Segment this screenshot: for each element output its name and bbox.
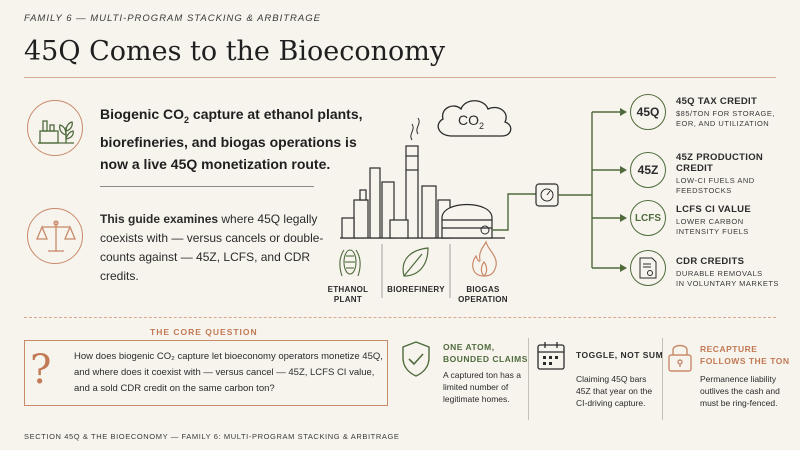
- plant-label-ethanol: ETHANOL PLANT: [323, 285, 373, 305]
- plant-label-biogas: BIOGAS OPERATION: [453, 285, 513, 305]
- certificate-icon: [630, 250, 666, 286]
- footer-text: SECTION 45Q & THE BIOECONOMY — FAMILY 6:…: [24, 432, 400, 441]
- calendar-icon: [536, 340, 566, 377]
- guide-text: This guide examines where 45Q legally co…: [100, 212, 324, 283]
- plant-diagram: [339, 100, 627, 298]
- lead-text: Biogenic CO2 capture at ethanol plants, …: [100, 106, 363, 172]
- credit-title-45q: 45Q TAX CREDIT: [676, 96, 758, 107]
- credit-desc-cdr: DURABLE REMOVALS IN VOLUNTARY MARKETS: [676, 269, 779, 288]
- kicker: FAMILY 6 — MULTI-PROGRAM STACKING & ARBI…: [24, 13, 321, 24]
- column-body-recapture: Permanence liability outlives the cash a…: [700, 374, 780, 408]
- column-title-one-atom: ONE ATOM, BOUNDED CLAIMS: [443, 342, 528, 364]
- credit-title-45z: 45Z PRODUCTION CREDIT: [676, 152, 764, 174]
- core-question-box: [24, 340, 388, 406]
- credit-item-45q: 45Q TAX CREDIT $85/TON FOR STORAGE, EOR,…: [676, 96, 794, 129]
- credit-badge-45z: 45Z: [630, 152, 666, 188]
- co2-cloud-label: CO2: [458, 112, 485, 131]
- column-body-one-atom: A captured ton has a limited number of l…: [443, 370, 521, 404]
- column-title-recapture: RECAPTURE FOLLOWS THE TON: [700, 344, 790, 366]
- title-divider: [24, 77, 776, 78]
- section-divider: [24, 317, 776, 318]
- column-separator-1: [528, 338, 529, 420]
- intro-divider: [100, 186, 314, 187]
- credit-title-cdr: CDR CREDITS: [676, 256, 745, 267]
- core-question-text: How does biogenic CO₂ capture let bioeco…: [74, 351, 383, 394]
- leaf-icon: [402, 247, 429, 277]
- core-question-label: THE CORE QUESTION: [150, 327, 258, 337]
- corn-icon: [339, 249, 361, 277]
- co2-cloud-icon: [437, 100, 512, 137]
- column-separator-2: [662, 338, 663, 420]
- page-title: 45Q Comes to the Bioeconomy: [24, 36, 446, 67]
- credit-badge-45q: 45Q: [630, 94, 666, 130]
- question-mark-icon: ?: [30, 347, 52, 393]
- flame-icon: [472, 240, 497, 277]
- credit-desc-45z: LOW-CI FUELS AND FEEDSTOCKS: [676, 176, 755, 195]
- gauge-icon: [535, 183, 559, 207]
- lock-icon: [666, 340, 694, 379]
- credit-badge-45q-text: 45Q: [636, 105, 660, 119]
- credit-badge-lcfs-text: LCFS: [634, 212, 662, 224]
- facility-icon: [27, 100, 83, 156]
- column-title-toggle: TOGGLE, NOT SUM: [576, 350, 664, 360]
- shield-check-icon: [400, 340, 432, 383]
- plant-label-biorefinery-text: BIOREFINERY: [387, 285, 445, 294]
- credit-item-cdr: CDR CREDITS DURABLE REMOVALS IN VOLUNTAR…: [676, 256, 794, 289]
- credit-badge-45z-text: 45Z: [637, 163, 659, 177]
- scales-icon: [27, 208, 83, 264]
- credit-item-45z: 45Z PRODUCTION CREDIT LOW-CI FUELS AND F…: [676, 152, 794, 196]
- plant-label-biorefinery: BIOREFINERY: [385, 285, 447, 295]
- credit-badge-lcfs: LCFS: [630, 200, 666, 236]
- credit-desc-lcfs: LOWER CARBON INTENSITY FUELS: [676, 217, 749, 236]
- credit-item-lcfs: LCFS CI VALUE LOWER CARBON INTENSITY FUE…: [676, 204, 794, 237]
- column-body-toggle: Claiming 45Q bars 45Z that year on the C…: [576, 374, 653, 408]
- plant-label-ethanol-text: ETHANOL PLANT: [327, 285, 369, 304]
- plant-label-biogas-text: BIOGAS OPERATION: [458, 285, 508, 304]
- credit-desc-45q: $85/TON FOR STORAGE, EOR, AND UTILIZATIO…: [676, 109, 775, 128]
- credit-title-lcfs: LCFS CI VALUE: [676, 204, 751, 215]
